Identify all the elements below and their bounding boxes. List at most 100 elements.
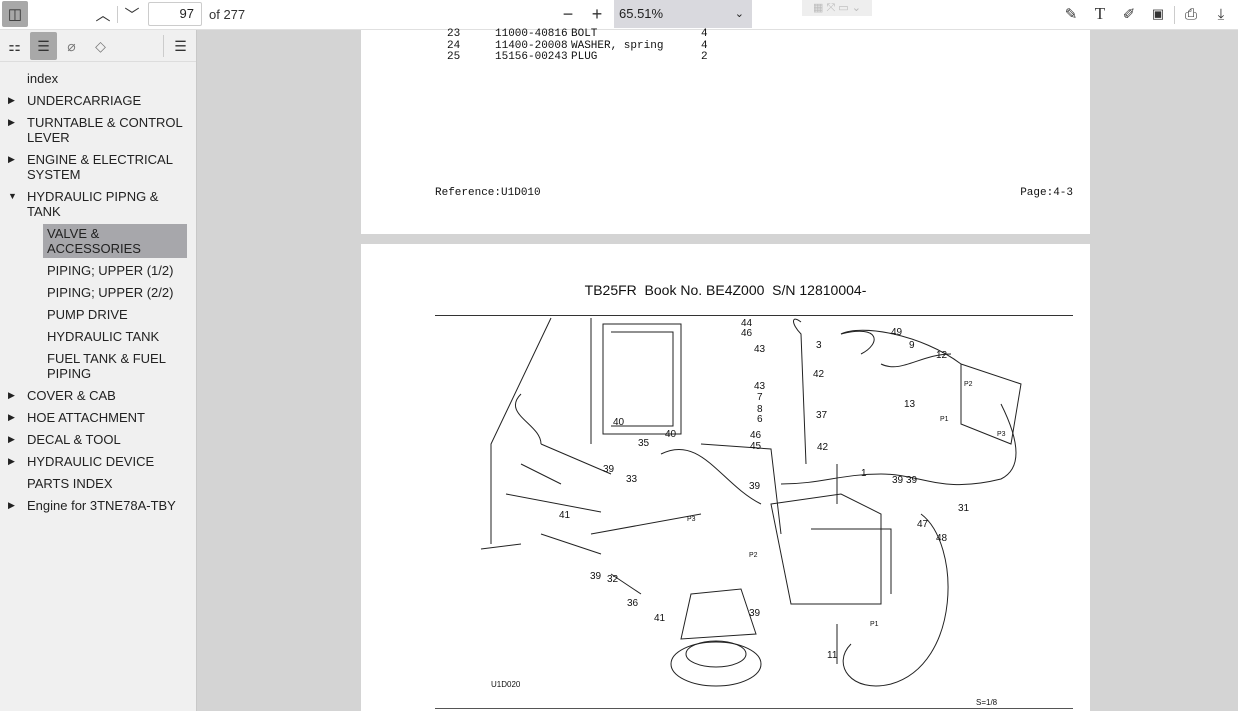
expand-arrow-icon[interactable]: ▶: [8, 117, 15, 127]
text-icon[interactable]: T: [1094, 4, 1106, 23]
layers-icon[interactable]: ◇: [95, 37, 106, 54]
divider: [117, 6, 118, 23]
expand-arrow-icon[interactable]: ▶: [8, 154, 15, 164]
callout-label: 11: [827, 650, 838, 661]
outline-item-label: HOE ATTACHMENT: [27, 410, 145, 425]
outline-item[interactable]: PIPING; UPPER (1/2): [0, 260, 196, 282]
outline-item[interactable]: ▶ COVER & CAB: [0, 385, 196, 407]
page-number-input[interactable]: 97: [148, 2, 202, 26]
outline-item[interactable]: HYDRAULIC TANK: [0, 326, 196, 348]
callout-label: 41: [559, 510, 571, 521]
outline-item-label: TURNTABLE & CONTROL LEVER: [27, 115, 183, 145]
outline-item-label: PIPING; UPPER (1/2): [47, 263, 174, 278]
expand-arrow-icon[interactable]: ▶: [8, 390, 15, 400]
outline-item[interactable]: VALVE & ACCESSORIES: [0, 223, 196, 260]
outline-item-label: HYDRAULIC DEVICE: [27, 454, 155, 469]
callout-label: 40: [665, 429, 677, 440]
save-icon[interactable]: ⤓: [1217, 5, 1225, 23]
outline-item[interactable]: PARTS INDEX: [0, 473, 196, 495]
callout-label: 48: [936, 533, 948, 544]
callout-label: 46: [741, 328, 753, 339]
outline-item[interactable]: PUMP DRIVE: [0, 304, 196, 326]
zoom-select[interactable]: 65.51%⌄: [614, 0, 752, 28]
sidebar-toggle-button[interactable]: ◫: [2, 1, 28, 27]
table-cell: 23: [447, 28, 461, 40]
print-icon[interactable]: ⎙: [1184, 5, 1197, 23]
outline-item[interactable]: ▶ HYDRAULIC DEVICE: [0, 451, 196, 473]
table-cell: BOLT: [571, 28, 598, 40]
outline-item[interactable]: ▶Engine for 3TNE78A-TBY: [0, 495, 196, 517]
callout-label: 8: [757, 404, 763, 415]
expand-arrow-icon[interactable]: ▶: [8, 456, 15, 466]
callout-label: 42: [817, 442, 829, 453]
outline-item[interactable]: ▶ENGINE & ELECTRICAL SYSTEM: [0, 149, 196, 186]
callout-label: P1: [870, 621, 879, 628]
callout-label: 12: [936, 350, 948, 361]
table-cell: 4: [701, 39, 708, 52]
rule: [435, 315, 1073, 316]
image-icon[interactable]: ▣: [1151, 6, 1165, 21]
sidebar-tools: ⚏ ☰ ⌀ ◇ ☰: [0, 30, 196, 62]
callout-label: 39: [749, 608, 761, 619]
previous-page-button[interactable]: ︿: [95, 6, 111, 24]
outline-item[interactable]: FUEL TANK & FUEL PIPING: [0, 348, 196, 385]
callout-label: 39: [603, 464, 615, 475]
expand-arrow-icon[interactable]: ▶: [8, 500, 15, 510]
collapse-arrow-icon[interactable]: ▼: [8, 191, 17, 201]
callout-label: 42: [813, 369, 825, 380]
callout-label: 13: [904, 399, 916, 410]
expand-arrow-icon[interactable]: ▶: [8, 434, 15, 444]
pdf-page-current: TB25FR Book No. BE4Z000 S/N 12810004- 44…: [361, 244, 1090, 711]
next-page-button[interactable]: ﹀: [124, 6, 140, 24]
outline-item-label: PIPING; UPPER (2/2): [47, 285, 174, 300]
callout-label: P2: [964, 381, 973, 388]
table-cell: 11400-20008: [495, 39, 568, 52]
outline-item[interactable]: ▶ UNDERCARRIAGE: [0, 90, 196, 112]
highlight-icon[interactable]: ✎: [1064, 6, 1078, 23]
callout-label: 47: [917, 519, 929, 530]
callout-label: 40: [613, 417, 625, 428]
outline-item[interactable]: PIPING; UPPER (2/2): [0, 282, 196, 304]
outline-item[interactable]: ▶ TURNTABLE & CONTROL LEVER: [0, 112, 196, 149]
table-cell: 24: [447, 39, 461, 52]
callout-label: 37: [816, 410, 828, 421]
thumbnails-icon[interactable]: ⚏: [8, 37, 21, 54]
page-number-label: Page:4-3: [1020, 187, 1073, 199]
callout-label: 36: [627, 598, 639, 609]
attachment-icon[interactable]: ⌀: [67, 37, 76, 54]
callout-label: 46: [750, 430, 762, 441]
outline-item-label: PUMP DRIVE: [47, 307, 128, 322]
outline-item-label: HYDRAULIC PIPNG & TANK: [27, 189, 159, 219]
callout-label: 39: [892, 475, 904, 486]
expand-arrow-icon[interactable]: ▶: [8, 95, 15, 105]
outline-item-label: UNDERCARRIAGE: [27, 93, 142, 108]
callout-label: P1: [940, 416, 949, 423]
sidebar: ⚏ ☰ ⌀ ◇ ☰ index ▶ UNDERCARRIAGE ▶ TURNTABLE …: [0, 30, 197, 711]
zoom-in-button[interactable]: +: [591, 3, 603, 24]
scale-label: S=1/8: [976, 698, 998, 707]
expand-arrow-icon[interactable]: ▶: [8, 412, 15, 422]
page-title: TB25FR Book No. BE4Z000 S/N 12810004-: [584, 282, 867, 298]
callout-label: 33: [626, 474, 638, 485]
outline-tree: index ▶ UNDERCARRIAGE ▶ TURNTABLE & CONTROL …: [0, 62, 196, 517]
outline-item[interactable]: ▶ HOE ATTACHMENT: [0, 407, 196, 429]
zoom-value: 65.51%: [619, 6, 664, 21]
callout-label: 41: [654, 613, 666, 624]
outline-item[interactable]: ▶DECAL & TOOL: [0, 429, 196, 451]
view-mode-buttons[interactable]: ▦ ⤧ ▭ ⌄: [802, 0, 872, 16]
outline-item-label: HYDRAULIC TANK: [47, 329, 160, 344]
outline-item[interactable]: ▼ HYDRAULIC PIPNG & TANK: [0, 186, 196, 223]
page-reference: Reference:U1D010: [435, 187, 541, 199]
outline-item-label: index: [27, 71, 59, 86]
outline-item[interactable]: index: [0, 68, 196, 90]
collapse-outline-icon[interactable]: ☰: [174, 37, 187, 54]
table-cell: 4: [701, 28, 708, 40]
draw-icon[interactable]: ✐: [1122, 6, 1136, 23]
callout-label: 49: [891, 327, 903, 338]
table-cell: 25: [447, 51, 461, 63]
outline-icon[interactable]: ☰: [30, 32, 57, 60]
zoom-out-button[interactable]: −: [562, 3, 574, 24]
outline-item-label: COVER & CAB: [27, 388, 116, 403]
callout-label: P3: [997, 431, 1006, 438]
